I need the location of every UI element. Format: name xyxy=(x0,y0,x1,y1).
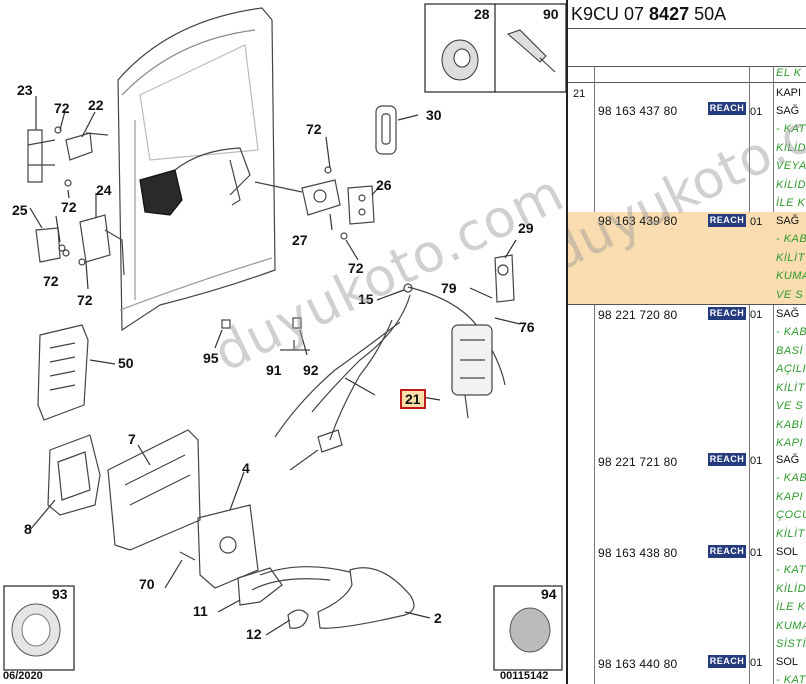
inset-part-28 xyxy=(441,39,479,81)
quantity: 01 xyxy=(750,106,763,118)
hinge-bracket-22 xyxy=(65,132,93,161)
inset-label-94: 94 xyxy=(541,586,557,602)
outer-handle-2 xyxy=(317,567,415,629)
exploded-parts-diagram: 28 90 93 94 23 72 22 72 24 25 72 72 72 3… xyxy=(3,3,573,682)
callout-72[interactable]: 72 xyxy=(43,273,59,289)
col-divider xyxy=(773,66,774,684)
reach-badge: REACH xyxy=(708,307,746,320)
inset-part-90 xyxy=(507,29,556,73)
callout-72[interactable]: 72 xyxy=(61,199,77,215)
diagram-date: 06/2020 xyxy=(3,670,43,682)
striker-27 xyxy=(301,179,341,216)
inset-label-90: 90 xyxy=(543,6,559,22)
quantity: 01 xyxy=(750,547,763,559)
seal-12 xyxy=(287,609,309,629)
drawing-number: 00115142 xyxy=(500,670,549,682)
header-description: EL K xyxy=(776,67,802,79)
hinge-26 xyxy=(347,185,375,225)
door-panel xyxy=(117,7,276,332)
callout-7[interactable]: 7 xyxy=(128,431,136,447)
divider xyxy=(568,304,806,305)
col-divider xyxy=(749,66,750,684)
quantity: 01 xyxy=(750,657,763,669)
parts-table: K9CU 07 8427 50A EL K 21 98 163 437 80 R… xyxy=(566,0,806,684)
divider xyxy=(568,66,806,67)
part-description: SAĞ - KAB BASİ AÇILI KİLİT VE S KABİ KAP… xyxy=(776,308,806,449)
callout-30[interactable]: 30 xyxy=(426,107,442,123)
hinge-bracket-23 xyxy=(27,129,43,183)
panel-7 xyxy=(107,429,201,551)
quantity: 01 xyxy=(750,455,763,467)
part-number: 98 163 439 80 xyxy=(598,214,678,228)
part-description: SOL - KAT KİLİD İLE K KUMA SİSTİ xyxy=(776,546,806,650)
ref-number: 21 xyxy=(573,88,586,100)
reach-badge: REACH xyxy=(708,453,746,466)
divider xyxy=(568,28,806,29)
callout-79[interactable]: 79 xyxy=(441,280,457,296)
callout-22[interactable]: 22 xyxy=(88,97,104,113)
inset-label-28: 28 xyxy=(474,6,490,22)
quantity: 01 xyxy=(750,309,763,321)
callout-72[interactable]: 72 xyxy=(348,260,364,276)
part-number: 98 221 721 80 xyxy=(598,455,678,469)
part-row[interactable]: 98 221 720 80 REACH 01 SAĞ - KAB BASİ AÇ… xyxy=(568,305,806,451)
part-description: SAĞ - KAB KAPI ÇOCU KİLİT xyxy=(776,454,806,540)
inset-part-93 xyxy=(11,603,61,657)
callout-27[interactable]: 27 xyxy=(292,232,308,248)
hinge-bracket-24 xyxy=(79,214,111,263)
quantity: 01 xyxy=(750,216,763,228)
callout-76[interactable]: 76 xyxy=(519,319,535,335)
callout-72[interactable]: 72 xyxy=(54,100,70,116)
part-29 xyxy=(494,254,515,303)
part-description: SOL - KAT xyxy=(776,656,806,684)
divider xyxy=(568,82,806,83)
part-row[interactable]: 98 163 438 80 REACH 01 SOL - KAT KİLİD İ… xyxy=(568,543,806,653)
callout-12[interactable]: 12 xyxy=(246,626,262,642)
part-description: KAPI SAĞ - KAT KİLİD VEYA KİLİD İLE K xyxy=(776,87,806,209)
inset-label-93: 93 xyxy=(52,586,68,602)
part-row[interactable]: 98 163 437 80 REACH 01 KAPI SAĞ - KAT Kİ… xyxy=(568,84,806,212)
callout-70[interactable]: 70 xyxy=(139,576,155,592)
part-row[interactable]: 98 221 721 80 REACH 01 SAĞ - KAB KAPI ÇO… xyxy=(568,451,806,543)
callout-11[interactable]: 11 xyxy=(193,603,208,619)
catalog-code: K9CU 07 8427 50A xyxy=(571,4,727,24)
part-description: SAĞ - KAB KİLİT KUMA VE S xyxy=(776,215,806,301)
catalog-code-bold: 8427 xyxy=(649,4,690,24)
reach-badge: REACH xyxy=(708,655,746,668)
cover-30 xyxy=(375,105,397,155)
door-lock-assembly xyxy=(139,169,183,216)
inset-part-94 xyxy=(509,607,551,653)
cover-50 xyxy=(37,324,89,421)
callout-8[interactable]: 8 xyxy=(24,521,32,537)
reach-badge: REACH xyxy=(708,102,746,115)
part-number: 98 163 437 80 xyxy=(598,104,678,118)
callout-21-highlighted[interactable]: 21 xyxy=(400,389,426,409)
callout-24[interactable]: 24 xyxy=(96,182,112,198)
callout-15[interactable]: 15 xyxy=(358,291,374,307)
part-row-highlighted[interactable]: 98 163 439 80 REACH 01 SAĞ - KAB KİLİT K… xyxy=(568,212,806,304)
part-row[interactable]: 98 163 440 80 REACH 01 SOL - KAT xyxy=(568,653,806,684)
part-number: 98 221 720 80 xyxy=(598,308,678,322)
callout-23[interactable]: 23 xyxy=(17,82,33,98)
hinge-bracket-25 xyxy=(35,227,61,263)
callout-25[interactable]: 25 xyxy=(12,202,28,218)
callout-72[interactable]: 72 xyxy=(77,292,93,308)
callout-26[interactable]: 26 xyxy=(376,177,392,193)
callout-29[interactable]: 29 xyxy=(518,220,534,236)
callout-50[interactable]: 50 xyxy=(118,355,134,371)
callout-95[interactable]: 95 xyxy=(203,350,219,366)
part-number: 98 163 438 80 xyxy=(598,546,678,560)
callout-4[interactable]: 4 xyxy=(242,460,250,476)
col-divider xyxy=(594,66,595,684)
reach-badge: REACH xyxy=(708,545,746,558)
callout-2[interactable]: 2 xyxy=(434,610,442,626)
inner-handle-8 xyxy=(47,434,101,516)
callout-92[interactable]: 92 xyxy=(303,362,319,378)
diagram-drawing xyxy=(3,3,567,671)
callout-72[interactable]: 72 xyxy=(306,121,322,137)
part-number: 98 163 440 80 xyxy=(598,657,678,671)
callout-91[interactable]: 91 xyxy=(266,362,282,378)
reach-badge: REACH xyxy=(708,214,746,227)
mechanism-4 xyxy=(197,504,259,589)
